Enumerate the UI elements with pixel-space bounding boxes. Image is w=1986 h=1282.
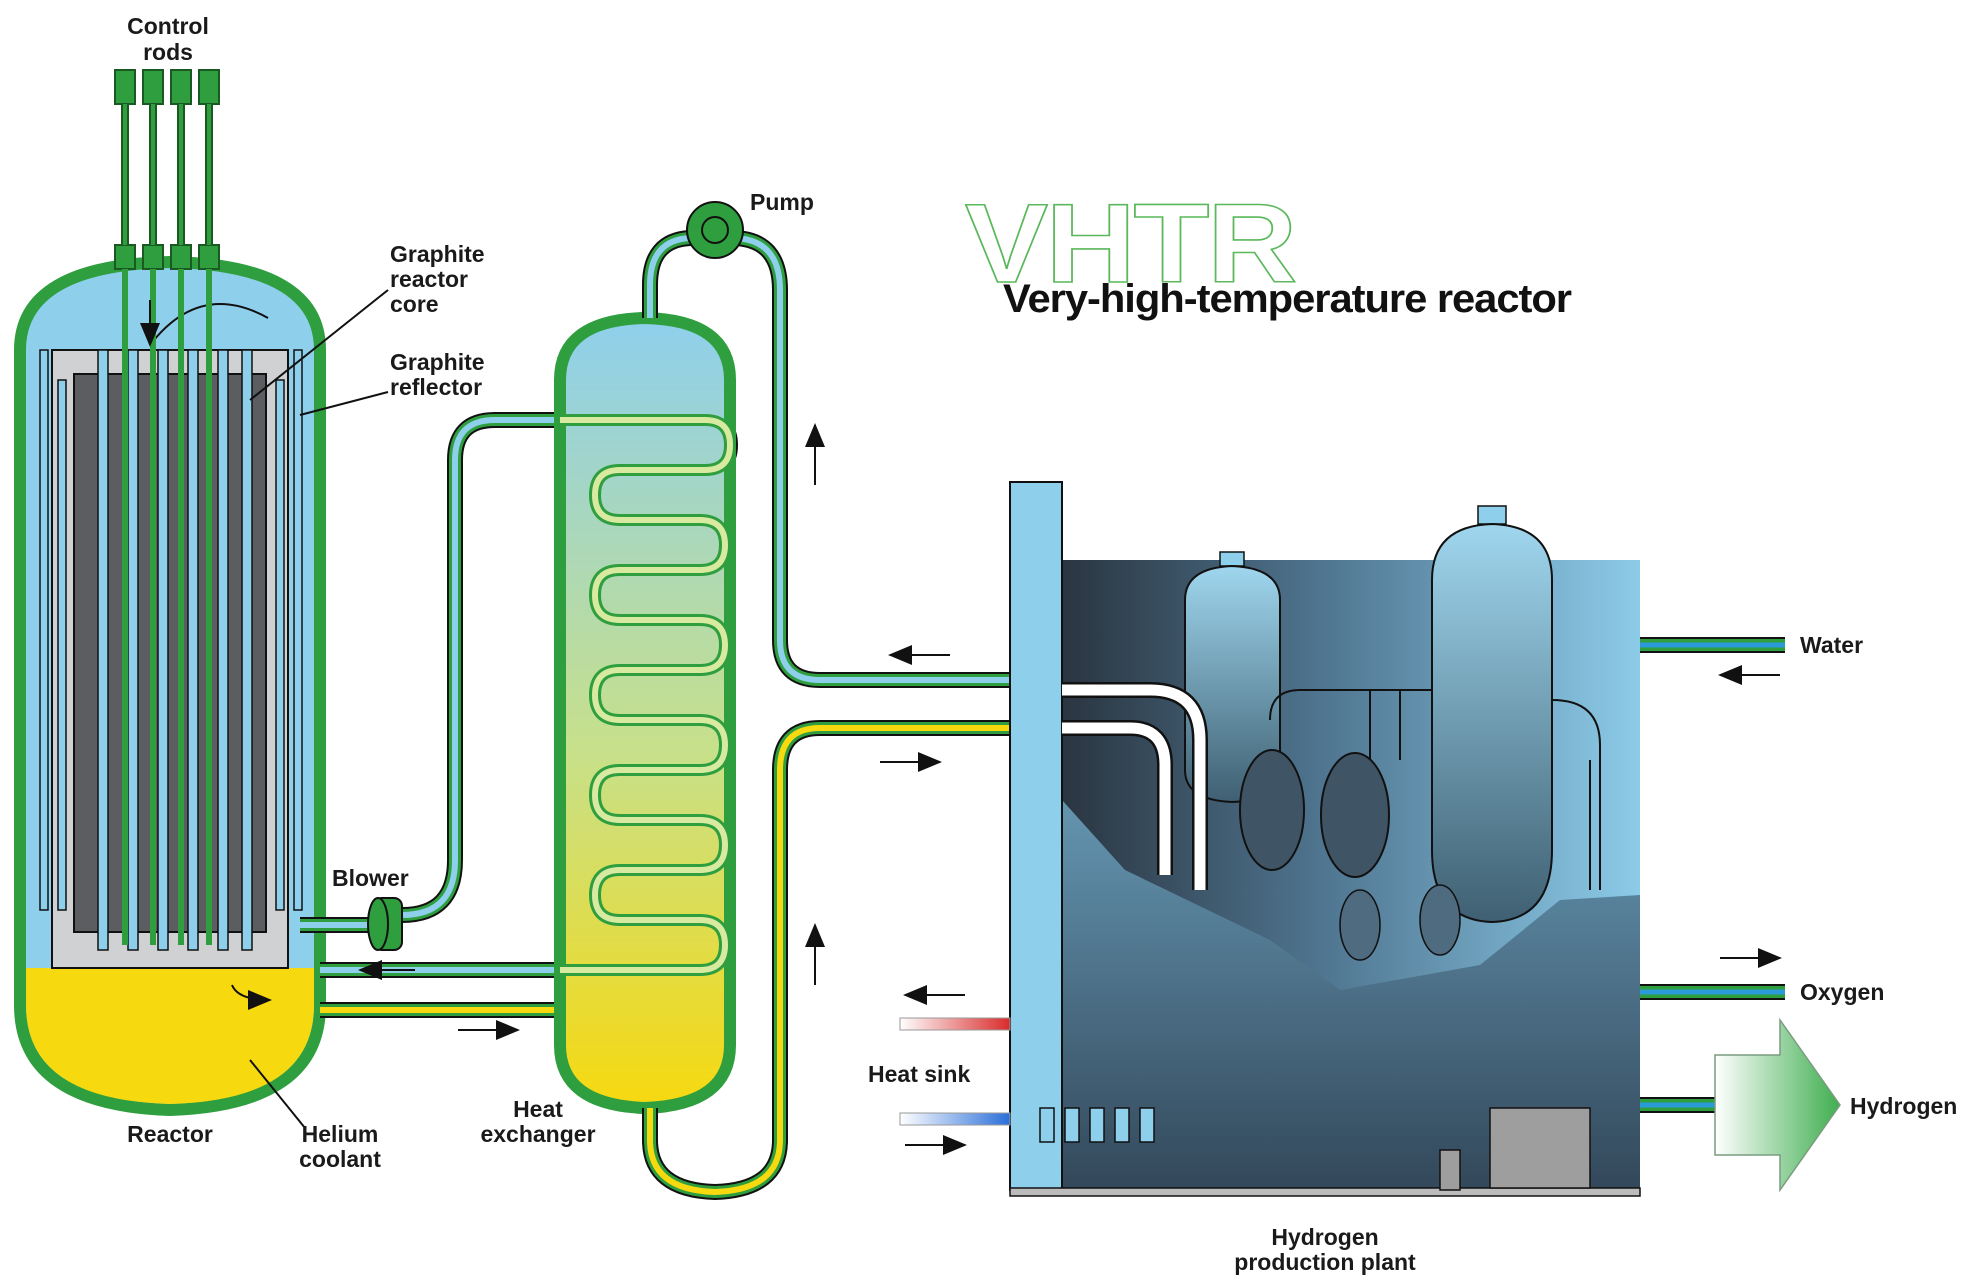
label-hydrogen-plant-2: production plant (1234, 1249, 1416, 1275)
secondary-hot-pipe (642, 720, 1010, 1201)
label-graphite-core-3: core (390, 291, 439, 317)
label-helium-coolant-1: Helium (302, 1121, 379, 1147)
label-heat-exchanger-2: exchanger (480, 1121, 595, 1147)
control-rods (114, 69, 220, 945)
label-control-rods-1: Control (127, 13, 209, 39)
label-leader-lines (249, 289, 389, 1129)
label-hydrogen: Hydrogen (1850, 1093, 1957, 1119)
title-subtitle: Very-high-temperature reactor (1003, 277, 1571, 321)
label-pump: Pump (750, 189, 814, 215)
title-acronym: VHTR (965, 181, 1295, 306)
blower (367, 897, 403, 951)
label-heat-exchanger-1: Heat (513, 1096, 563, 1122)
label-water: Water (1800, 632, 1863, 658)
label-graphite-core-2: reactor (390, 266, 468, 292)
hydrogen-production-plant (1009, 481, 1641, 1197)
label-hydrogen-plant-1: Hydrogen (1271, 1224, 1378, 1250)
label-graphite-reflector-1: Graphite (390, 349, 485, 375)
label-oxygen: Oxygen (1800, 979, 1884, 1005)
label-blower: Blower (332, 865, 409, 891)
flow-arrows (358, 423, 1782, 1155)
label-control-rods-2: rods (143, 39, 193, 65)
heat-exchanger (554, 311, 737, 1115)
reactor-vessel (14, 255, 326, 1117)
large-reactor-tank (1431, 505, 1553, 924)
plant-output-pipes (1640, 637, 1785, 1113)
pump (686, 201, 744, 259)
hydrogen-output-arrow (1714, 1017, 1841, 1193)
label-heat-sink: Heat sink (868, 1061, 970, 1087)
label-helium-coolant-2: coolant (299, 1146, 381, 1172)
label-graphite-reflector-2: reflector (390, 374, 482, 400)
label-graphite-core-1: Graphite (390, 241, 485, 267)
heat-sink-pipes (899, 1017, 1011, 1126)
label-reactor: Reactor (127, 1121, 213, 1147)
